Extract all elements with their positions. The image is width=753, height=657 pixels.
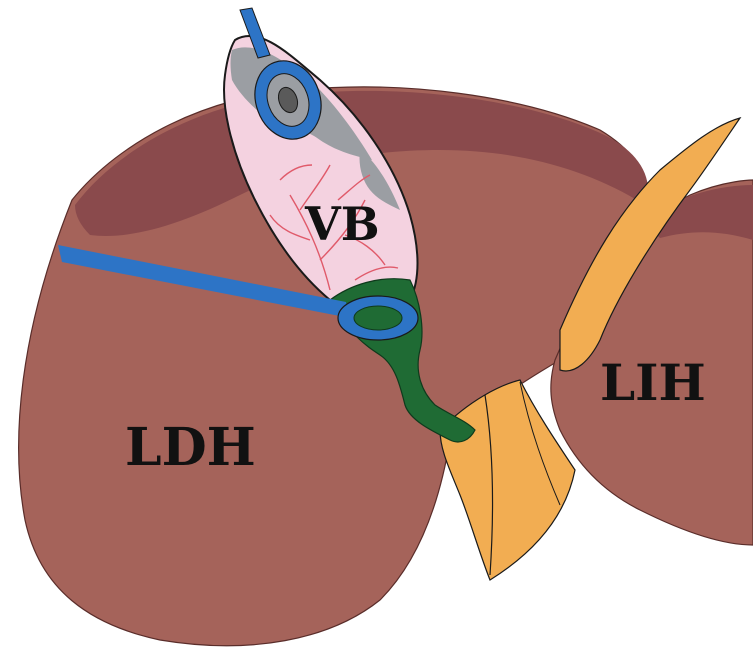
clamp-lower-ring-inner <box>354 306 402 330</box>
left-lobe-label: LIH <box>600 353 706 412</box>
right-lobe-label: LDH <box>125 417 256 478</box>
gallbladder-label: VB <box>304 197 380 251</box>
